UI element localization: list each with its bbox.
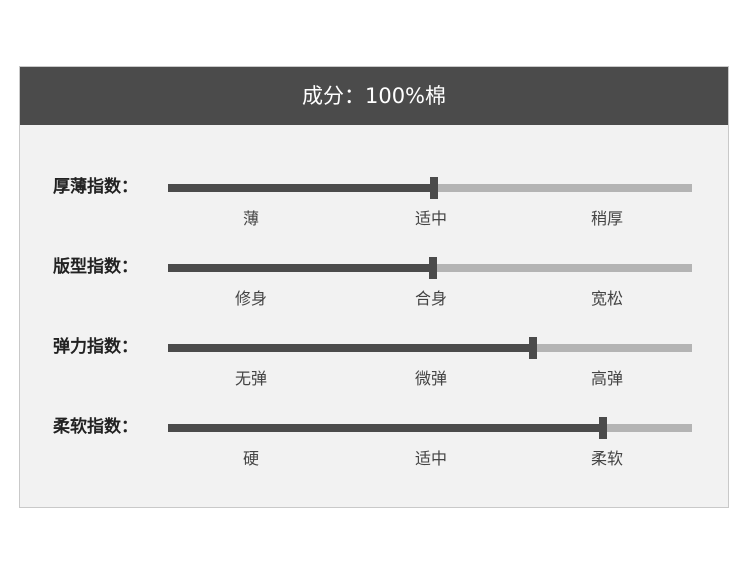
softness-index-label: 柔软指数： bbox=[53, 417, 138, 437]
softness-index-handle bbox=[599, 417, 607, 439]
thickness-tick-thick: 稍厚 bbox=[590, 209, 624, 228]
thickness-index-handle bbox=[430, 177, 438, 199]
fit-index-fill bbox=[168, 264, 433, 272]
elasticity-tick-slight: 微弹 bbox=[414, 369, 448, 388]
elasticity-index-label: 弹力指数： bbox=[53, 337, 138, 357]
composition-header: 成分：100%棉 bbox=[20, 67, 728, 125]
fabric-index-panel: 成分：100%棉 厚薄指数： 薄 适中 稍厚 版型指数： 修身 合身 宽松 弹力… bbox=[19, 66, 729, 508]
fit-index-track bbox=[168, 257, 692, 279]
softness-index-row: 柔软指数： 硬 适中 柔软 bbox=[20, 417, 728, 477]
fit-index-label: 版型指数： bbox=[53, 257, 138, 277]
elasticity-index-track bbox=[168, 337, 692, 359]
softness-tick-medium: 适中 bbox=[414, 449, 448, 468]
thickness-index-row: 厚薄指数： 薄 适中 稍厚 bbox=[20, 177, 728, 237]
thickness-index-track bbox=[168, 177, 692, 199]
elasticity-index-row: 弹力指数： 无弹 微弹 高弹 bbox=[20, 337, 728, 397]
elasticity-tick-high: 高弹 bbox=[590, 369, 624, 388]
softness-index-track bbox=[168, 417, 692, 439]
softness-tick-soft: 柔软 bbox=[590, 449, 624, 468]
elasticity-index-fill bbox=[168, 344, 533, 352]
thickness-tick-medium: 适中 bbox=[414, 209, 448, 228]
fit-tick-loose: 宽松 bbox=[590, 289, 624, 308]
fit-index-row: 版型指数： 修身 合身 宽松 bbox=[20, 257, 728, 317]
thickness-index-label: 厚薄指数： bbox=[53, 177, 138, 197]
softness-tick-hard: 硬 bbox=[242, 449, 260, 468]
fit-tick-slim: 修身 bbox=[234, 289, 268, 308]
softness-index-fill bbox=[168, 424, 603, 432]
elasticity-tick-none: 无弹 bbox=[234, 369, 268, 388]
fit-index-handle bbox=[429, 257, 437, 279]
thickness-tick-thin: 薄 bbox=[242, 209, 260, 228]
thickness-index-fill bbox=[168, 184, 434, 192]
fit-tick-regular: 合身 bbox=[414, 289, 448, 308]
elasticity-index-handle bbox=[529, 337, 537, 359]
